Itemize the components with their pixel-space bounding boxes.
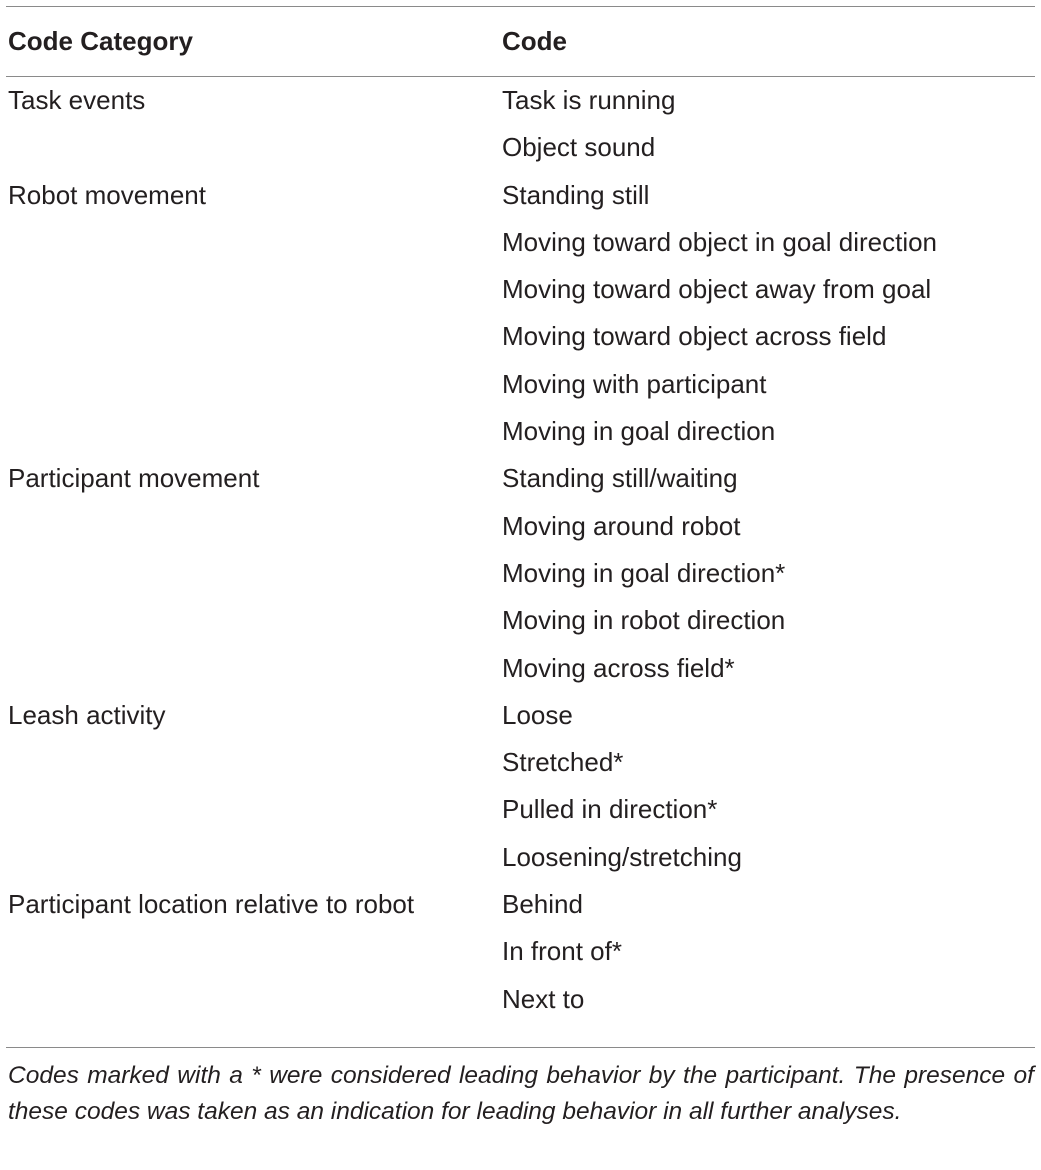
table-row: Next to [0,984,1041,1035]
category-cell: Robot movement [8,179,206,210]
table-row: In front of* [0,936,1041,987]
table-row: Participant location relative to robot Be… [0,889,1041,940]
code-cell: Moving toward object away from goal [502,274,932,305]
code-cell: Moving with participant [502,368,767,399]
code-cell: Next to [502,983,585,1014]
code-cell: Object sound [502,132,656,163]
header-rule [6,76,1035,77]
table-row: Moving in goal direction* [0,558,1041,609]
code-cell: Moving in goal direction* [502,557,786,588]
code-cell: Standing still [502,179,650,210]
code-cell: Loose [502,699,573,730]
table-row: Moving around robot [0,511,1041,562]
table-row: Moving toward object in goal direction [0,227,1041,278]
category-cell: Participant movement [8,463,260,494]
code-cell: Moving around robot [502,510,741,541]
table-row: Moving toward object across field [0,321,1041,372]
table-header-row: Code Category Code [0,22,1041,62]
table-row: Pulled in direction* [0,794,1041,845]
code-cell: Moving toward object across field [502,321,887,352]
table-row: Stretched* [0,747,1041,798]
category-cell: Task events [8,85,146,115]
table-row: Moving across field* [0,653,1041,704]
header-code-category: Code Category [8,26,193,56]
category-cell: Participant location relative to robot [8,889,415,920]
bottom-rule [6,1047,1035,1048]
table-row: Task events Task is running [0,85,1041,136]
table-row: Object sound [0,132,1041,183]
code-cell: Loosening/stretching [502,841,742,872]
code-cell: In front of* [502,936,622,967]
table-row: Robot movement Standing still [0,180,1041,231]
top-rule [6,6,1035,7]
code-cell: Pulled in direction* [502,794,718,825]
table-row: Loosening/stretching [0,842,1041,893]
code-cell: Moving in robot direction [502,605,786,636]
table-row: Moving with participant [0,369,1041,420]
category-cell: Leash activity [8,699,166,730]
code-cell: Behind [502,889,583,920]
table-row: Participant movement Standing still/waiti… [0,463,1041,514]
header-code: Code [502,26,567,56]
code-cell: Standing still/waiting [502,463,738,494]
table-footnote: Codes marked with a * were considered le… [8,1062,1034,1125]
code-cell: Moving in goal direction [502,416,776,447]
table-row: Moving in goal direction [0,416,1041,467]
code-cell: Moving toward object in goal direction [502,226,938,257]
table-row: Moving toward object away from goal [0,274,1041,325]
code-cell: Stretched* [502,747,624,778]
code-cell: Moving across field* [502,652,735,683]
table-row: Moving in robot direction [0,605,1041,656]
table-row: Leash activity Loose [0,700,1041,751]
code-cell: Task is running [502,85,676,115]
